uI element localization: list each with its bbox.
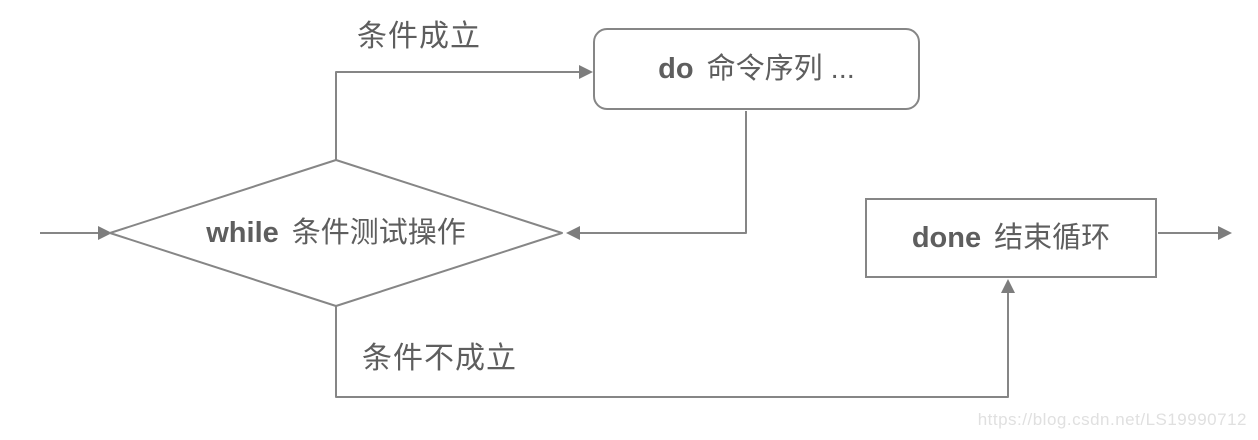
done-keyword: done <box>911 221 982 254</box>
while-label: 条件测试操作 <box>291 216 466 249</box>
edge-label-condition-true: 条件成立 <box>357 20 481 53</box>
false-branch-line <box>335 293 1009 398</box>
true-branch-line <box>335 71 580 160</box>
edge-label-condition-false: 条件不成立 <box>362 342 517 375</box>
entry-arrowhead-icon <box>98 226 112 240</box>
loop-back-arrowhead-icon <box>566 226 580 240</box>
loop-back-line <box>579 111 747 234</box>
watermark-text: https://blog.csdn.net/LS19990712 <box>977 410 1247 429</box>
node-while-diamond: while 条件测试操作 <box>110 160 562 306</box>
while-diamond-shape <box>109 159 563 307</box>
false-branch-arrowhead-icon <box>1001 279 1015 293</box>
node-do-box: do 命令序列 ... <box>593 28 920 110</box>
while-keyword: while <box>206 216 279 249</box>
done-label: 结束循环 <box>994 221 1111 254</box>
true-branch-arrowhead-icon <box>579 65 593 79</box>
exit-arrowhead-icon <box>1218 226 1232 240</box>
do-keyword: do <box>658 52 694 85</box>
node-done-box: done 结束循环 <box>865 198 1157 278</box>
do-label: 命令序列 ... <box>706 52 855 85</box>
